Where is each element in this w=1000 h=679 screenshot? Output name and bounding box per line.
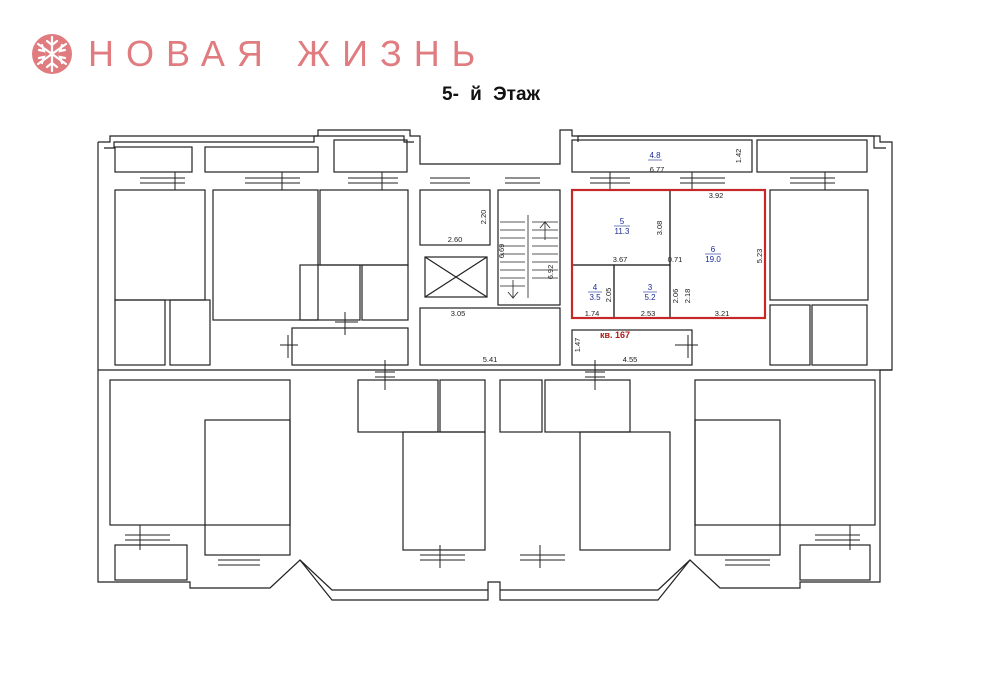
dim-hall-side: 1.47 [573,338,582,353]
window-marks [125,172,860,568]
dim-stair-room-bottom: 2.60 [448,235,463,244]
dim-room6-side: 5.23 [755,249,764,264]
room-6-id: 6 [711,245,716,254]
dim-room5-bottom: 3.67 [613,255,628,264]
brand-header: НОВАЯ ЖИЗНЬ [30,30,487,78]
dim-room3-bottom: 2.53 [641,309,656,318]
dim-balcony-width: 6.77 [650,165,665,174]
dim-room3-side2: 2.18 [683,289,692,304]
apartment-label: кв. 167 [600,330,630,340]
apartment-highlight [570,188,767,320]
dim-stair-length-2: 6.92 [546,265,555,280]
balcony-area: 4.8 [649,151,661,160]
dim-room4-side: 2.05 [604,288,613,303]
room-6-area: 19.0 [705,255,721,264]
floor-title: 5- й Этаж [442,84,540,105]
dim-stair-length: 6.69 [497,244,506,259]
dim-lift-bottom: 3.05 [451,309,466,318]
building-outline [97,129,893,601]
dim-balcony-height: 1.42 [734,149,743,164]
dim-hall-bottom: 4.55 [623,355,638,364]
room-3-id: 3 [648,283,653,292]
room-4-area: 3.5 [589,293,601,302]
dim-room6-top: 3.92 [709,191,724,200]
room-5-id: 5 [620,217,625,226]
room-3-area: 5.2 [644,293,656,302]
snowflake-circle-icon [32,34,72,74]
dim-wall-gap: 0.71 [668,255,683,264]
dim-room3-side: 2.06 [671,289,680,304]
dim-room4-bottom: 1.74 [585,309,600,318]
room-4-id: 4 [593,283,598,292]
dim-stair-room-side: 2.20 [479,210,488,225]
dim-corridor-bottom: 5.41 [483,355,498,364]
dim-room5-side: 3.08 [655,221,664,236]
dim-room6-bottom: 3.21 [715,309,730,318]
room-5-area: 11.3 [615,227,631,236]
staircase [500,215,558,300]
brand-name: НОВАЯ ЖИЗНЬ [88,33,488,74]
